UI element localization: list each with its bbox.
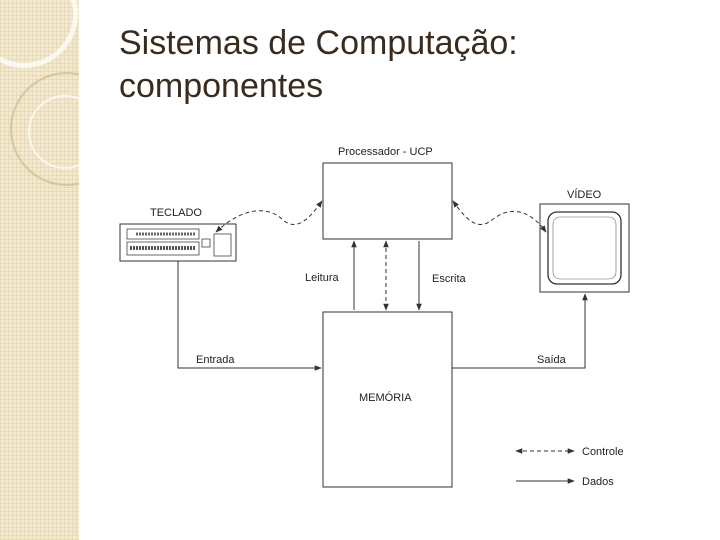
legend-data-label: Dados [582, 476, 614, 488]
memory-label: MEMÓRIA [359, 391, 412, 404]
memory-box [322, 311, 453, 488]
cpu-label: Processador - UCP [338, 146, 433, 158]
title-line-1: Sistemas de Computação: [119, 24, 518, 62]
video-label: VÍDEO [567, 188, 602, 201]
legend-control-label: Controle [582, 446, 624, 458]
input-label: Entrada [196, 354, 235, 366]
title-line-2: componentes [119, 67, 324, 105]
keyboard-label: TECLADO [150, 207, 202, 219]
control-arrow-video [452, 200, 547, 233]
output-data-arrow [452, 293, 588, 369]
output-label: Saída [537, 354, 567, 366]
cpu-box [322, 162, 453, 240]
read-label: Leitura [305, 272, 340, 284]
control-arrow-keyboard [215, 200, 323, 233]
write-label: Escrita [432, 273, 467, 285]
monitor-icon [539, 203, 630, 293]
input-data-arrow [177, 261, 322, 371]
slide-title: Sistemas de Computação: componentes [119, 22, 699, 108]
decorative-sidebar [0, 0, 79, 540]
